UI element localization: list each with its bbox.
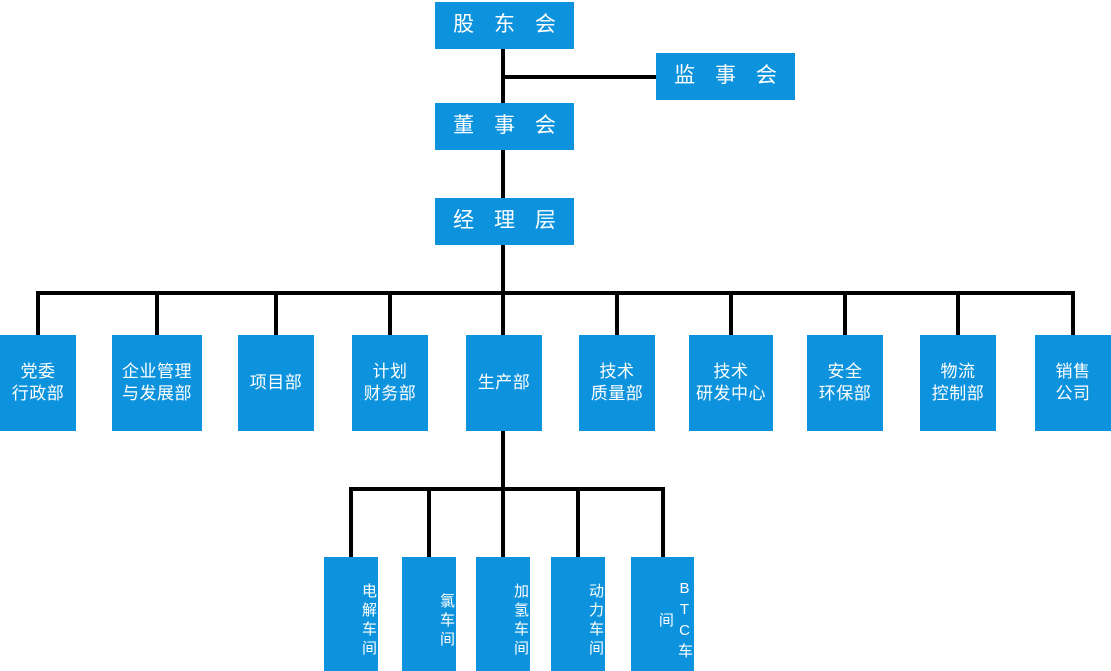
node-board-of-directors[interactable]: 董 事 会 <box>435 103 574 150</box>
node-dept-technical-quality[interactable]: 技术 质量部 <box>579 335 655 431</box>
connector-drop-workshop-1 <box>349 487 353 559</box>
connector-drop-dept-8 <box>843 291 847 337</box>
node-board-of-supervisors[interactable]: 监 事 会 <box>656 53 795 100</box>
connector-drop-workshop-4 <box>576 487 580 559</box>
node-dept-production[interactable]: 生产部 <box>466 335 542 431</box>
node-dept-sales-company[interactable]: 销售 公司 <box>1035 335 1111 431</box>
node-shareholders-meeting[interactable]: 股 东 会 <box>435 2 574 49</box>
node-dept-planning-finance[interactable]: 计划 财务部 <box>352 335 428 431</box>
node-workshop-hydrogenation[interactable]: 加氢车间 <box>476 557 530 671</box>
connector-drop-workshop-5 <box>661 487 665 559</box>
connector-drop-dept-6 <box>615 291 619 337</box>
connector-board-management-vertical <box>501 148 505 200</box>
connector-drop-dept-1 <box>36 291 40 337</box>
node-workshop-electrolysis[interactable]: 电解车间 <box>324 557 378 671</box>
node-management-layer[interactable]: 经 理 层 <box>435 198 574 245</box>
node-dept-logistics-control[interactable]: 物流 控制部 <box>920 335 996 431</box>
connector-drop-dept-3 <box>274 291 278 337</box>
connector-management-bus-vertical <box>501 243 505 293</box>
connector-workshop-bus <box>349 487 665 491</box>
node-workshop-power[interactable]: 动力车间 <box>551 557 605 671</box>
node-dept-party-admin[interactable]: 党委 行政部 <box>0 335 76 431</box>
connector-drop-dept-4 <box>388 291 392 337</box>
connector-drop-dept-2 <box>155 291 159 337</box>
connector-production-workshop-vertical <box>501 428 505 491</box>
node-dept-rnd-center[interactable]: 技术 研发中心 <box>689 335 773 431</box>
connector-supervisors-horizontal <box>501 75 658 79</box>
node-dept-project[interactable]: 项目部 <box>238 335 314 431</box>
connector-drop-dept-10 <box>1071 291 1075 337</box>
node-workshop-btc[interactable]: BTC车间 <box>631 557 694 671</box>
connector-department-bus <box>36 291 1075 295</box>
node-workshop-chlorine[interactable]: 氯车间 <box>402 557 456 671</box>
connector-drop-workshop-3 <box>501 487 505 559</box>
connector-drop-dept-9 <box>956 291 960 337</box>
node-dept-enterprise-management-development[interactable]: 企业管理 与发展部 <box>112 335 202 431</box>
connector-drop-dept-5 <box>501 291 505 337</box>
connector-drop-workshop-2 <box>427 487 431 559</box>
node-dept-safety-environment[interactable]: 安全 环保部 <box>807 335 883 431</box>
connector-drop-dept-7 <box>729 291 733 337</box>
